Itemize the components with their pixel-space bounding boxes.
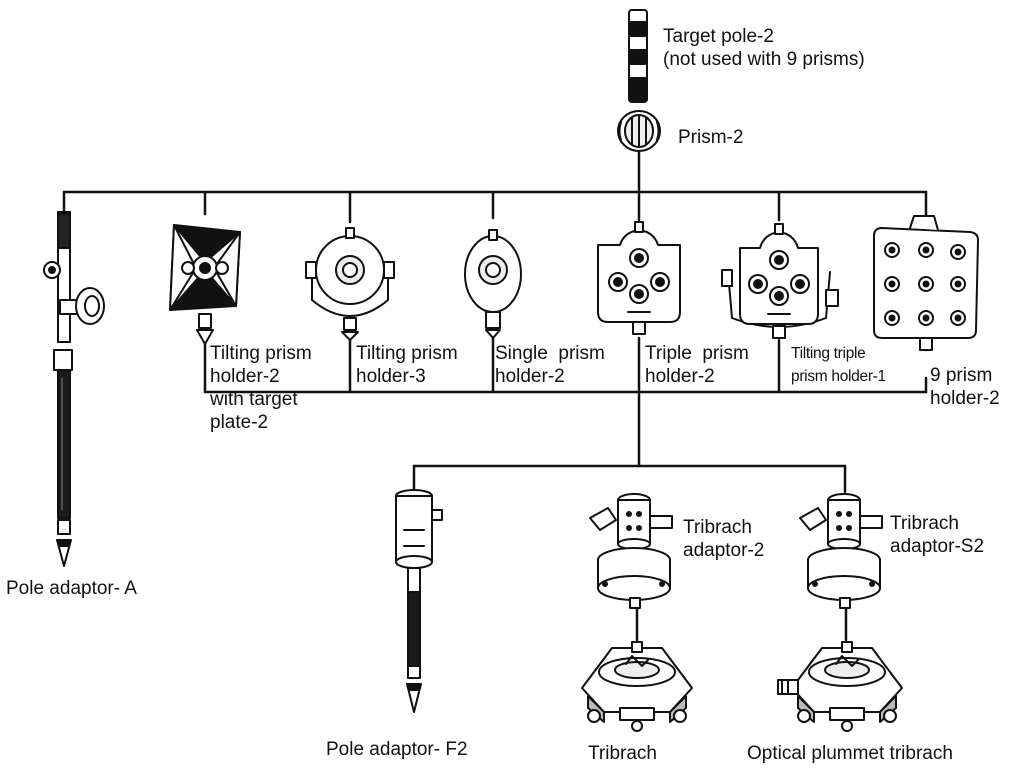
tilting-prism-holder-3-label: Tilting prism holder-3 [356, 343, 458, 387]
tilting-prism-holder-3-icon [305, 227, 395, 341]
optical-plummet-tribrach-label: Optical plummet tribrach [747, 743, 953, 764]
pole-adaptor-f2-icon [395, 489, 443, 713]
tribrach-adaptor-s2-icon [799, 493, 883, 609]
prism-icon [617, 110, 661, 152]
connector-lines [62, 150, 928, 642]
single-prism-holder-2-label: Single prism holder-2 [495, 343, 605, 387]
nine-prism-holder-2-icon [873, 215, 979, 351]
pole-adaptor-f2-label: Pole adaptor- F2 [326, 739, 468, 760]
pole-adaptor-a-label: Pole adaptor- A [6, 578, 137, 599]
tribrach-adaptor-2-icon [589, 493, 673, 609]
tilting-triple-prism-holder-1-label: Tilting triple prism holder-1 [791, 345, 886, 385]
tribrach-icon [581, 641, 693, 732]
nine-prism-holder-2-label: 9 prism holder-2 [930, 365, 1000, 409]
tribrach-label: Tribrach [588, 743, 657, 764]
target-pole-icon [628, 9, 648, 103]
pole-adaptor-a-icon [43, 211, 105, 567]
tilting-prism-holder-2-icon [169, 224, 241, 345]
prism-2-label: Prism-2 [678, 127, 744, 148]
tribrach-adaptor-s2-label: Tribrach adaptor-S2 [890, 513, 985, 557]
tribrach-adaptor-2-label: Tribrach adaptor-2 [683, 517, 765, 561]
triple-prism-holder-2-label: Triple prism holder-2 [645, 343, 749, 387]
triple-prism-holder-2-icon [597, 221, 681, 335]
optical-plummet-tribrach-icon [777, 641, 903, 732]
tilting-triple-prism-holder-1-icon [721, 223, 839, 339]
prism-grid [884, 242, 966, 326]
single-prism-holder-2-icon [464, 229, 522, 339]
tilting-prism-holder-2-label: Tilting prism holder-2 with target plate… [210, 343, 312, 433]
target-pole-2-label: Target pole-2 (not used with 9 prisms) [663, 26, 865, 70]
